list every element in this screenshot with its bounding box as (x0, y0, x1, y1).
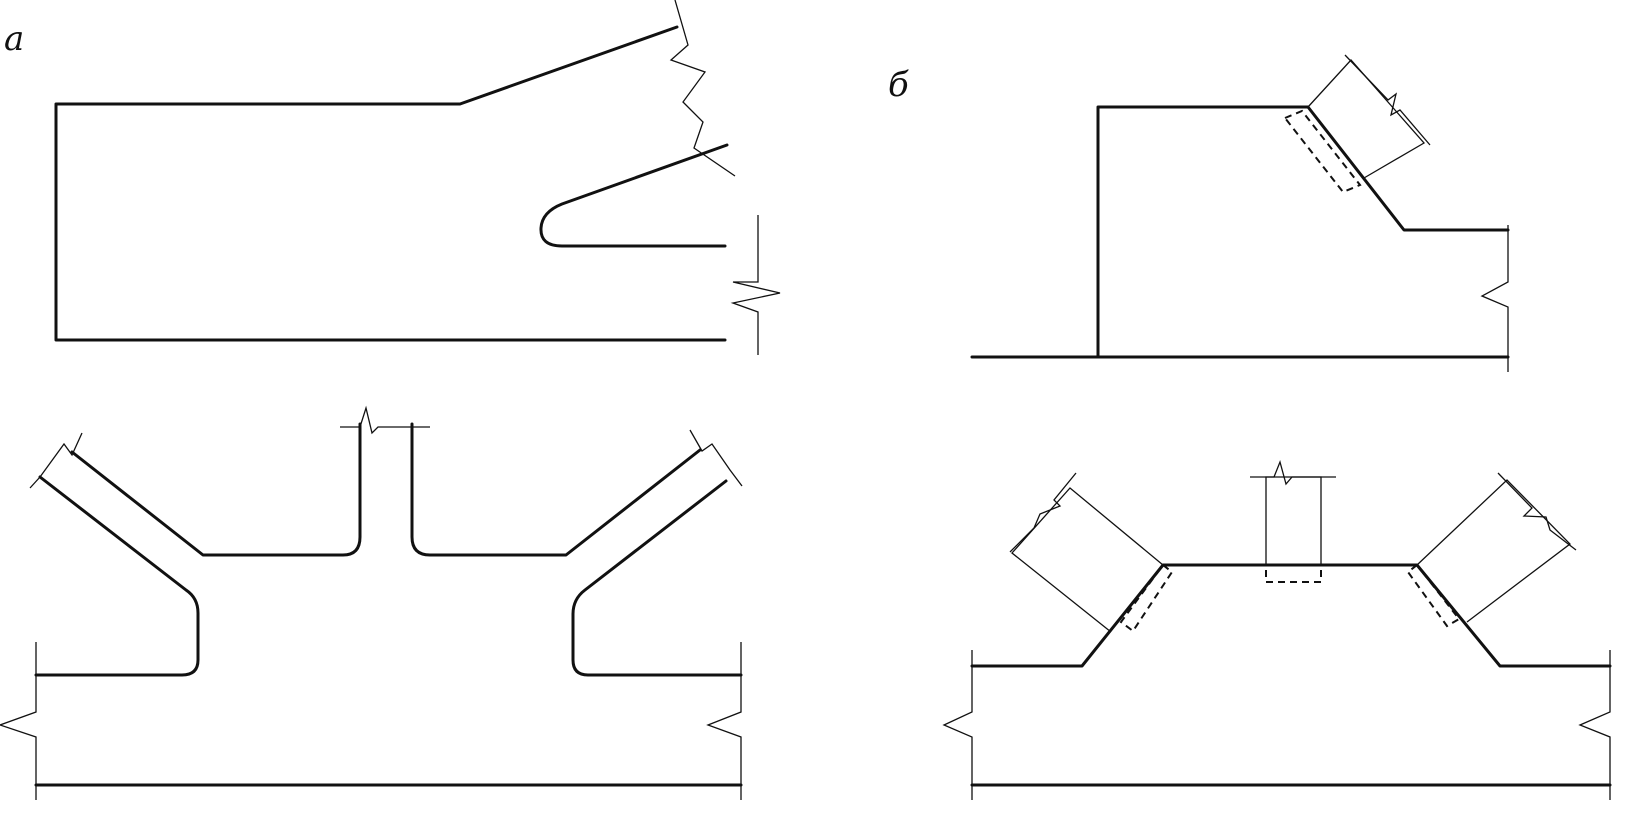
b-top-break-mark-right (1480, 225, 1509, 372)
panel-b-bottom-node (942, 459, 1612, 800)
panel-b-label: б (888, 65, 909, 105)
b-top-branch-plate (1307, 59, 1426, 179)
panel-a-label: а (4, 19, 25, 59)
a-top-outline (54, 25, 727, 342)
b-bottom-right-weld-dashed (1406, 563, 1461, 628)
b-bottom-vertical-member (1265, 476, 1322, 565)
a-bottom-left-upper-diagonal (70, 422, 362, 557)
panel-a-top-joint (54, 0, 781, 355)
panel-b-top-joint (970, 54, 1510, 372)
a-bottom-break-mark-left-diagonal (29, 432, 83, 489)
a-bottom-right-contour (571, 479, 743, 677)
a-top-break-mark-upper (669, 0, 736, 177)
b-bottom-break-mark-right-diagonal (1497, 472, 1577, 551)
panel-a-bottom-node (0, 405, 743, 800)
b-bottom-break-mark-left-diagonal (1009, 472, 1077, 553)
b-bottom-break-mark-left (942, 650, 973, 800)
b-bottom-gusset-outline (970, 563, 1612, 668)
b-bottom-break-mark-top (1250, 459, 1336, 486)
a-top-break-mark-right (730, 215, 781, 355)
b-top-break-mark-branch (1344, 54, 1431, 146)
b-bottom-left-weld-dashed (1119, 563, 1174, 633)
a-bottom-break-mark-right (706, 642, 742, 800)
a-top-inner-slot (539, 143, 729, 248)
b-top-weld-dashed (1283, 109, 1362, 194)
a-bottom-break-mark-right-diagonal (689, 429, 743, 487)
b-top-outline (970, 105, 1510, 359)
a-bottom-break-mark-left (0, 642, 37, 800)
a-bottom-right-upper-diagonal (410, 422, 702, 557)
b-bottom-left-diagonal-member (1011, 487, 1164, 633)
a-bottom-break-mark-top (340, 405, 430, 435)
b-bottom-right-diagonal-member (1416, 479, 1571, 623)
b-bottom-break-mark-right (1578, 650, 1611, 800)
b-bottom-vertical-weld-dashed (1265, 564, 1322, 583)
a-bottom-left-contour (34, 475, 200, 677)
